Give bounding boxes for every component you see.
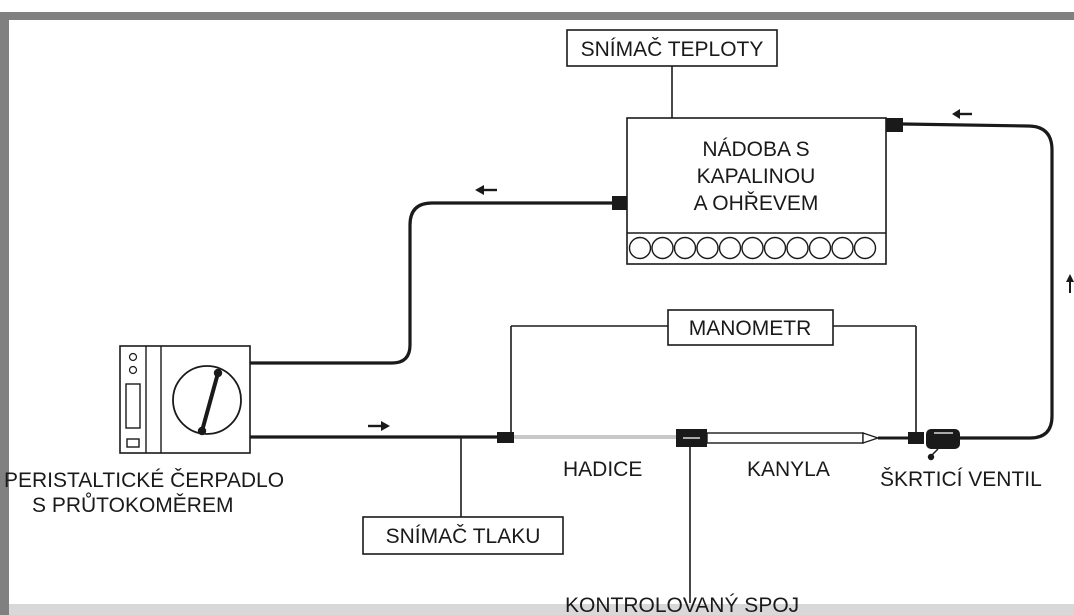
- valve-label: ŠKRTICÍ VENTIL: [880, 468, 1042, 491]
- manometer-label: MANOMETR: [689, 317, 812, 340]
- vessel-outlet-connector: [612, 196, 627, 210]
- vessel-inlet-connector: [886, 118, 903, 132]
- controlled-joint-label: KONTROLOVANÝ SPOJ: [565, 594, 799, 615]
- pressure-sensor-label: SNÍMAČ TLAKU: [386, 525, 541, 548]
- hose-label: HADICE: [563, 458, 642, 481]
- vessel-label-line3: A OHŘEVEM: [694, 192, 819, 215]
- vessel-label-line2: KAPALINOU: [697, 165, 816, 188]
- temperature-sensor-box: [566, 29, 778, 67]
- pump-indicator-light: [128, 365, 138, 375]
- arrow-left-icon: [952, 109, 972, 119]
- hose-left-connector: [497, 432, 514, 443]
- return-tube: [902, 122, 1054, 440]
- temperature-sensor: SNÍMAČ TEPLOTY: [566, 29, 778, 118]
- cannula-label: KANYLA: [747, 458, 830, 481]
- peristaltic-pump: [119, 345, 251, 454]
- manometer-box: [667, 309, 834, 346]
- pump-indicator-light: [128, 352, 138, 362]
- frame-bottom-border: [9, 604, 1074, 615]
- arrow-left-icon: [475, 185, 497, 195]
- cannula-tip: [862, 432, 881, 444]
- vessel-box: [626, 117, 887, 265]
- vessel-label-line1: NÁDOBA S: [702, 138, 809, 161]
- throttle-valve-icon: [908, 429, 960, 461]
- pump-label-line2: S PRŮTOKOMĚREM: [32, 493, 233, 517]
- pump-button: [126, 438, 140, 448]
- temperature-sensor-label: SNÍMAČ TEPLOTY: [581, 38, 764, 61]
- frame-top-border: [0, 12, 1074, 20]
- manometer: MANOMETR: [510, 309, 917, 437]
- pressure-sensor-box: [362, 516, 564, 555]
- pump-label-line1: PERISTALTICKÉ ČERPADLO: [4, 469, 284, 492]
- heating-coil-icon: [628, 236, 877, 260]
- cannula-body: [706, 432, 864, 444]
- arrow-up-icon: [1066, 274, 1074, 293]
- vessel: NÁDOBA S KAPALINOU A OHŘEVEM: [612, 117, 903, 265]
- peristaltic-rotor-icon: [172, 365, 242, 436]
- pump-display: [125, 383, 141, 429]
- arrow-right-icon: [368, 421, 390, 431]
- frame-left-border: [0, 12, 9, 615]
